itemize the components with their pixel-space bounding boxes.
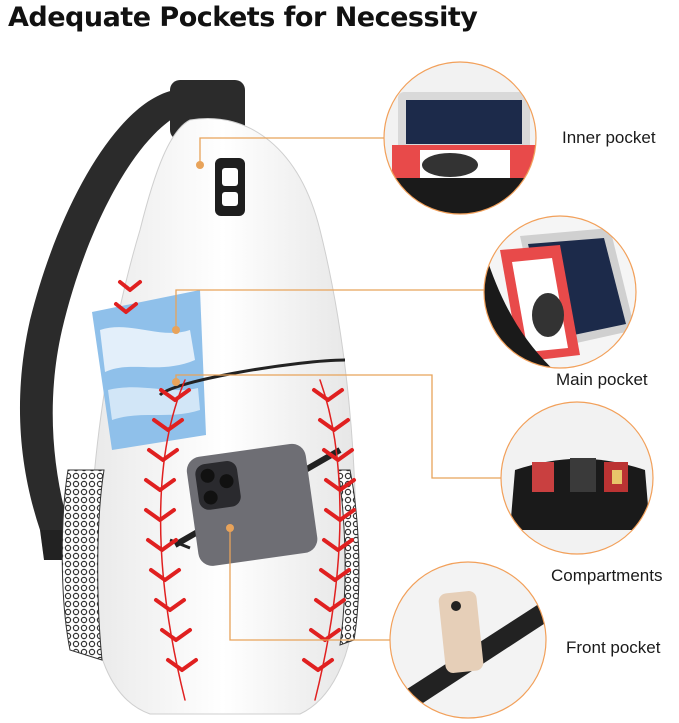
inner-pocket-detail: [384, 62, 536, 214]
callout-label-front-pocket: Front pocket: [566, 638, 661, 657]
compartments-detail: [501, 402, 653, 554]
front-pocket-frame: [389, 561, 547, 719]
inner-pocket-frame: [383, 61, 537, 215]
page-title: Adequate Pockets for Necessity: [8, 2, 478, 33]
main-pocket-detail: [484, 216, 636, 368]
compartments-frame: [500, 401, 654, 555]
main-pocket-frame: [483, 215, 637, 369]
callout-lines: [175, 137, 502, 641]
bag-body: [89, 118, 357, 715]
callout-label-main-pocket: Main pocket: [556, 370, 648, 389]
callout-label-compartments: Compartments: [551, 566, 663, 585]
callout-dots: [172, 161, 234, 532]
baseball-stitches: [114, 280, 356, 701]
shoulder-strap: [19, 90, 186, 530]
buckle-icon: [215, 158, 245, 216]
callout-label-inner-pocket: Inner pocket: [562, 128, 656, 147]
front-zipper: [158, 358, 346, 397]
mesh-side-pocket: [61, 469, 105, 661]
phone: [186, 443, 318, 566]
front-pocket-detail: [390, 562, 546, 718]
